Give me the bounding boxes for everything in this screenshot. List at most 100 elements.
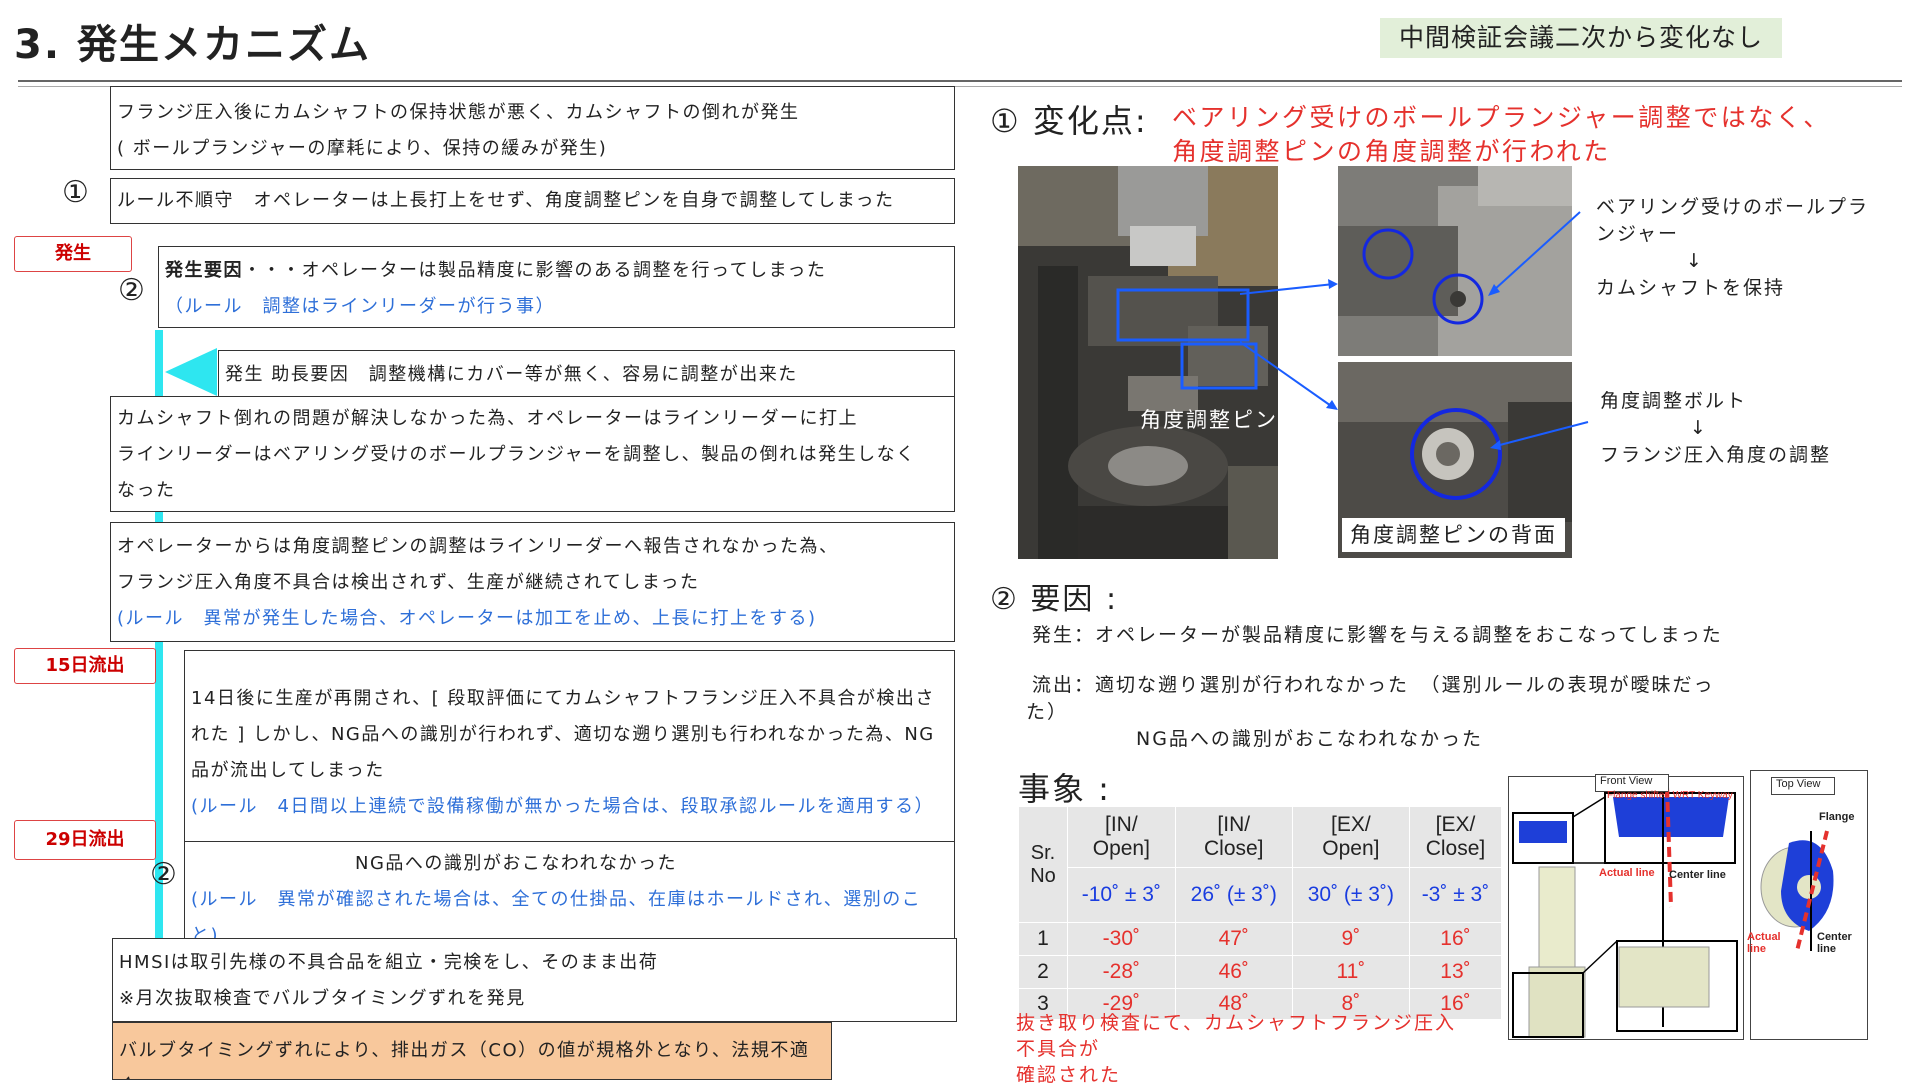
table-header: [IN/ Close]	[1174, 806, 1293, 868]
flow-text: HMSIは取引先様の不具合品を組立・完検をし、そのまま出荷	[119, 952, 659, 973]
flow-text: 発生 助長要因 調整機構にカバー等が無く、容易に調整が出来た	[225, 364, 798, 385]
rule-text: (ルール 異常が発生した場合、オペレーターは加工を止め、上長に打上をする)	[117, 608, 817, 629]
table-spec: 26˚ (± 3˚)	[1174, 867, 1293, 923]
table-cell: 11˚	[1291, 955, 1410, 989]
photo-label-back: 角度調整ピンの背面	[1342, 518, 1565, 552]
label-center-line: Center line	[1669, 869, 1726, 881]
angle-table: Sr. No [IN/ Open] [IN/ Close] [EX/ Open]…	[1018, 806, 1503, 1020]
label-actual-line: Actual line	[1599, 867, 1655, 879]
table-cell-no: 2	[1018, 955, 1068, 989]
flow-box-8: NG品への識別がおこなわれなかった (ルール 異常が確認された場合は、全ての仕掛…	[184, 842, 955, 946]
down-arrow-icon: ↓	[1690, 417, 1708, 439]
flow-text: フランジ圧入角度不具合は検出されず、生産が継続されてしまった	[117, 572, 700, 593]
flow-box-5: カムシャフト倒れの問題が解決しなかった為、オペレーターはラインリーダーに打上 ラ…	[110, 396, 955, 512]
table-cell: 46˚	[1174, 955, 1293, 989]
table-spec: -3˚ ± 3˚	[1408, 867, 1503, 923]
note-line: 角度調整ボルト	[1600, 390, 1748, 412]
cause-line-outflow: 流出：適切な遡り選別が行われなかった （選別ルールの表現が曖昧だっ	[1032, 674, 1715, 696]
note-line: カムシャフトを保持	[1596, 277, 1786, 299]
callout-outflow-29: 29日流出	[14, 820, 156, 860]
machine-photo-main: 角度調整ピン	[1018, 166, 1278, 559]
table-cell: 13˚	[1408, 955, 1503, 989]
label-flange-shift: Flange shifted WRT Keyway	[1607, 790, 1733, 801]
table-spec: -10˚ ± 3˚	[1067, 867, 1176, 923]
flow-arrow-icon	[165, 348, 217, 396]
rule-text: (ルール 4日間以上連続で設備稼働が無かった場合は、段取承認ルールを適用する）	[191, 796, 934, 817]
cause-line-outflow-cont: た）	[1026, 701, 1069, 723]
flow-text: バルブタイミングずれにより、排出ガス（CO）の値が規格外となり、法規不適	[119, 1040, 810, 1061]
arrow-head-icon	[1328, 279, 1338, 289]
change-description-2: 角度調整ピンの角度調整が行われた	[1172, 137, 1611, 166]
flow-vertical-line	[155, 330, 163, 1020]
table-header: [EX/ Open]	[1291, 806, 1410, 868]
flow-text: 品が流出してしまった	[191, 760, 385, 781]
top-view-graphic	[1760, 830, 1834, 952]
top-view-diagram: Top View Flange Actual line Center line	[1747, 770, 1868, 1040]
callout-outflow-15: 15日流出	[14, 648, 156, 684]
rule-text: (ルール 異常が確認された場合は、全ての仕掛品、在庫はホールドされ、選別のこ	[191, 889, 922, 910]
table-spec: 30˚ (± 3˚)	[1291, 867, 1410, 923]
flow-text: れた ] しかし、NG品への識別が行われず、適切な遡り選別も行われなかった為、N…	[191, 724, 935, 745]
note-ball-plunger: ベアリング受けのボールプラ ンジャー ↓ カムシャフトを保持	[1596, 194, 1869, 302]
cause-heading: ② 要因 :	[990, 582, 1119, 617]
flow-text: オペレーターからは角度調整ピンの調整はラインリーダーへ報告されなかった為、	[117, 536, 839, 557]
arrow-head-icon	[1488, 284, 1500, 296]
table-cell: -28˚	[1067, 955, 1176, 989]
callout-occurrence: 発生	[14, 236, 132, 272]
front-view-diagram: Front View Flange shifted WRT Keyway Act…	[1508, 774, 1744, 1040]
status-badge: 中間検証会議二次から変化なし	[1380, 18, 1782, 58]
cause-label: 発生要因	[165, 260, 243, 281]
photo-arrows	[1240, 279, 1338, 410]
note-line: ベアリング受けのボールプラ	[1596, 196, 1870, 218]
title-divider	[18, 80, 1902, 82]
table-row: 1 -30˚ 47˚ 9˚ 16˚	[1018, 922, 1503, 956]
ball-plunger-graphic	[1338, 166, 1572, 356]
table-header: [IN/ Open]	[1067, 806, 1176, 868]
label-center: Center line	[1817, 931, 1852, 955]
down-arrow-icon: ↓	[1686, 250, 1704, 272]
table-row: 3 -29˚ 48˚ 8˚ 16˚	[1018, 988, 1503, 1020]
label-actual: Actual line	[1747, 931, 1781, 955]
table-header: [EX/ Close]	[1408, 806, 1503, 868]
marker-two-second: ②	[150, 857, 177, 892]
flow-text: ルール不順守 オペレーターは上長打上をせず、角度調整ピンを自身で調整してしまった	[117, 190, 895, 211]
event-note-line: 確認された	[1016, 1064, 1122, 1086]
flow-box-6: オペレーターからは角度調整ピンの調整はラインリーダーへ報告されなかった為、 フラ…	[110, 522, 955, 642]
label-top-view: Top View	[1771, 777, 1835, 795]
table-corner: Sr. No	[1018, 806, 1068, 923]
table-cell: -30˚	[1067, 922, 1176, 956]
flow-text: なった	[117, 480, 176, 501]
pin-back-photo: 角度調整ピンの背面	[1338, 362, 1572, 558]
flow-text: 合	[119, 1069, 139, 1079]
label-flange: Flange	[1819, 811, 1855, 823]
flow-box-10: バルブタイミングずれにより、排出ガス（CO）の値が規格外となり、法規不適 合	[112, 1022, 832, 1080]
marker-two: ②	[118, 273, 145, 308]
arrow-head-icon	[1490, 440, 1501, 450]
table-cell: -29˚	[1067, 988, 1176, 1020]
arrow-head-icon	[1326, 400, 1338, 410]
note-line: フランジ圧入角度の調整	[1600, 444, 1832, 466]
flow-box-4: 発生 助長要因 調整機構にカバー等が無く、容易に調整が出来た	[218, 350, 955, 398]
event-heading: 事象 :	[1018, 770, 1111, 808]
ball-plunger-photo	[1338, 166, 1572, 356]
title-divider-2	[18, 86, 1902, 87]
flow-box-9: HMSIは取引先様の不具合品を組立・完検をし、そのまま出荷 ※月次抜取検査でバル…	[112, 938, 957, 1022]
table-cell: 9˚	[1291, 922, 1410, 956]
table-cell-no: 1	[1018, 922, 1068, 956]
flow-text: フランジ圧入後にカムシャフトの保持状態が悪く、カムシャフトの倒れが発生	[117, 102, 800, 123]
rule-text: （ルール 調整はラインリーダーが行う事）	[165, 296, 555, 317]
flow-box-3: 発生要因・・・オペレーターは製品精度に影響のある調整を行ってしまった （ルール …	[158, 246, 955, 328]
table-cell-no: 3	[1018, 988, 1068, 1020]
page-title: 3. 発生メカニズム	[14, 22, 371, 68]
flow-text: ・・・オペレーターは製品精度に影響のある調整を行ってしまった	[243, 260, 827, 281]
table-cell: 8˚	[1291, 988, 1410, 1020]
flow-box-2: ルール不順守 オペレーターは上長打上をせず、角度調整ピンを自身で調整してしまった	[110, 178, 955, 224]
table-cell: 16˚	[1408, 988, 1503, 1020]
note-angle-bolt: 角度調整ボルト ↓ フランジ圧入角度の調整	[1600, 388, 1831, 469]
table-cell: 47˚	[1174, 922, 1293, 956]
event-note-line: 不具合が	[1016, 1038, 1101, 1060]
table-cell: 48˚	[1174, 988, 1293, 1020]
flow-text: ( ボールプランジャーの摩耗により、保持の緩みが発生)	[117, 138, 608, 159]
label-front-view: Front View	[1595, 774, 1669, 792]
cause-line-ng: NG品への識別がおこなわれなかった	[1136, 728, 1483, 750]
